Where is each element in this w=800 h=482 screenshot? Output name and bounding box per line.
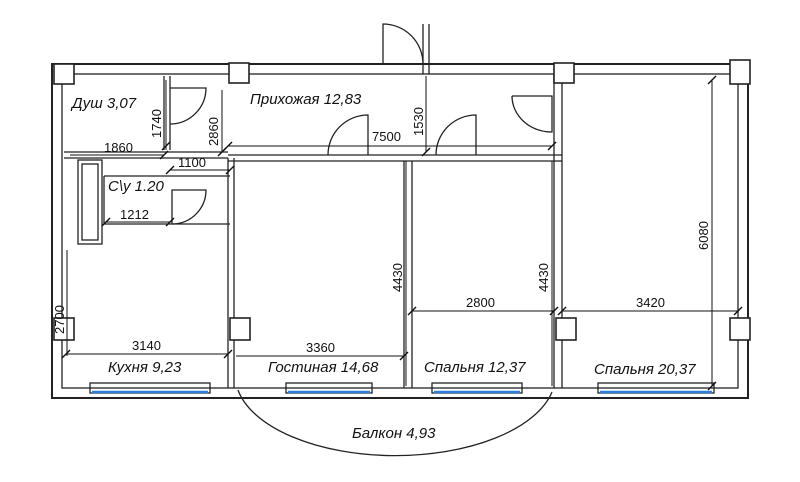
dim-7500: 7500: [372, 129, 401, 144]
columns: [53, 59, 751, 341]
dimension-ticks: [61, 75, 743, 391]
dim-1860: 1860: [104, 140, 133, 155]
room-label-shower: Душ 3,07: [70, 95, 137, 112]
room-label-bedroom-2: Спальня 20,37: [594, 361, 696, 378]
room-label-living: Гостиная 14,68: [268, 359, 379, 376]
outer-walls: [51, 63, 749, 399]
dim-4430-living: 4430: [390, 263, 405, 292]
room-label-hallway: Прихожая 12,83: [250, 91, 362, 108]
dim-2800: 2800: [466, 295, 495, 310]
dim-4430-bedroom: 4430: [536, 263, 551, 292]
dim-1212: 1212: [120, 207, 149, 222]
dim-1530: 1530: [411, 107, 426, 136]
kitchen-counter: [77, 159, 103, 245]
dimension-lines: [66, 76, 738, 386]
dim-2700: 2700: [52, 305, 67, 334]
dim-6080: 6080: [696, 221, 711, 250]
dim-1100: 1100: [178, 155, 206, 170]
doors: [169, 23, 553, 457]
room-label-wc: С\у 1.20: [108, 178, 165, 195]
room-label-bedroom-1: Спальня 12,37: [424, 359, 526, 376]
dim-3360: 3360: [306, 340, 335, 355]
windows: [89, 382, 715, 394]
dim-1740: 1740: [149, 109, 164, 138]
dim-3420: 3420: [636, 295, 665, 310]
dim-3140: 3140: [132, 338, 161, 353]
room-label-kitchen: Кухня 9,23: [108, 359, 182, 376]
room-label-balcony: Балкон 4,93: [352, 425, 436, 442]
dim-2860: 2860: [206, 117, 221, 146]
